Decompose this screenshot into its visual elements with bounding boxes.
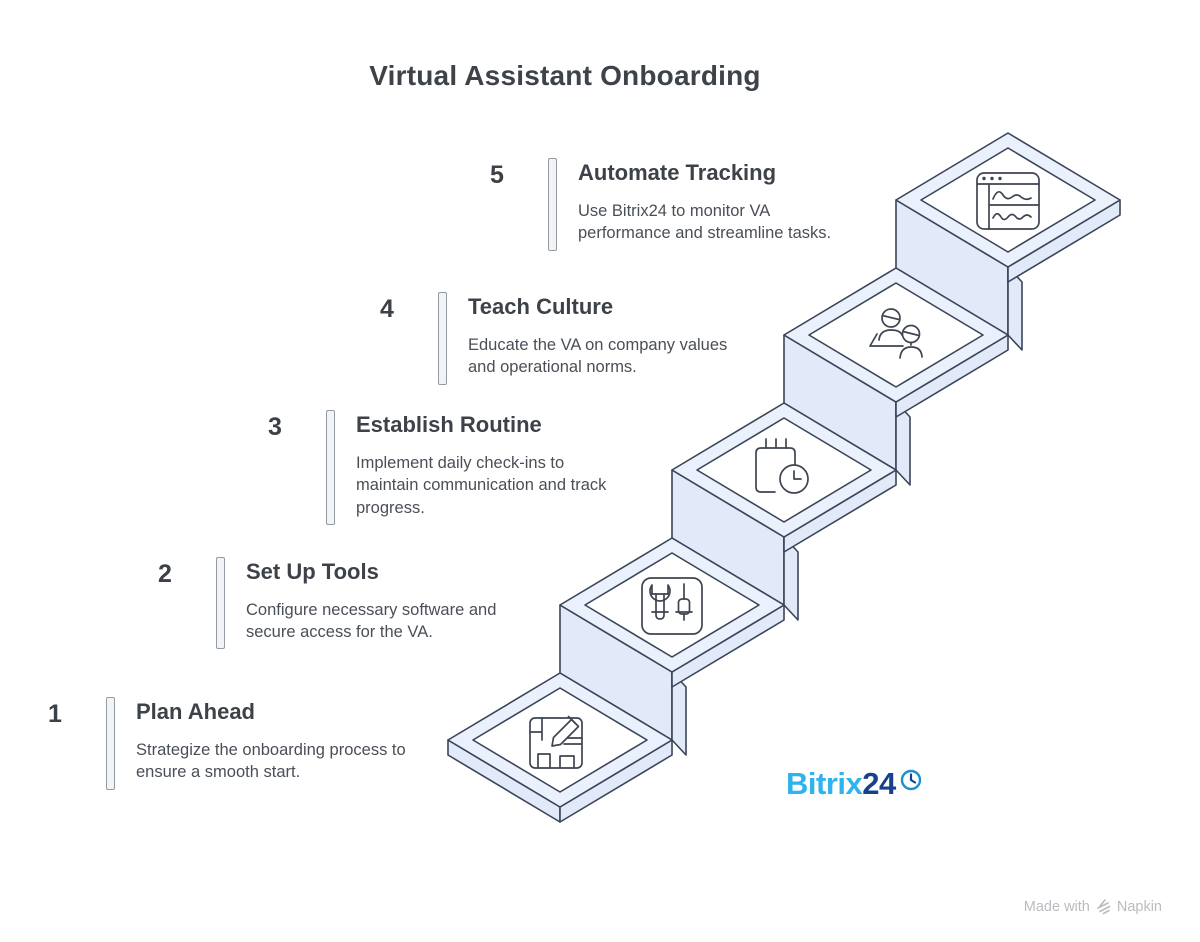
page-title: Virtual Assistant Onboarding — [369, 60, 761, 91]
step-description: Use Bitrix24 to monitor VA performance a… — [578, 202, 832, 243]
wrench-screwdriver-icon — [641, 577, 703, 635]
step-number: 4 — [380, 295, 394, 323]
step-description: Configure necessary software and secure … — [246, 601, 497, 642]
step-heading: Teach Culture — [468, 294, 614, 319]
step-block-2: 2 Set Up Tools Configure necessary softw… — [158, 557, 518, 649]
step-block-1: 1 Plan Ahead Strategize the onboarding p… — [48, 697, 418, 790]
step-block-4: 4 Teach Culture Educate the VA on compan… — [380, 292, 740, 385]
napkin-logo-icon — [1097, 899, 1111, 915]
step-accent-bar — [438, 292, 447, 385]
made-with-napkin-watermark: Made with Napkin — [1024, 898, 1162, 915]
brand-text-secondary: 24 — [862, 766, 896, 801]
step-accent-bar — [326, 410, 335, 525]
people-mentoring-icon — [869, 308, 923, 359]
watermark-prefix: Made with — [1023, 898, 1090, 915]
brand-text-primary: Bitrix — [786, 766, 863, 801]
plan-pencil-icon — [529, 715, 583, 769]
step-number: 2 — [158, 560, 172, 588]
slab-edges — [447, 199, 1121, 823]
step-number: 3 — [268, 413, 282, 441]
calendar-clock-icon — [755, 438, 809, 494]
step-heading: Set Up Tools — [246, 559, 379, 584]
watermark-suffix: Napkin — [1116, 898, 1162, 915]
step-description: Implement daily check-ins to maintain co… — [356, 454, 607, 517]
step-block-5: 5 Automate Tracking Use Bitrix24 to moni… — [490, 158, 858, 251]
step-heading: Plan Ahead — [136, 699, 255, 724]
step-accent-bar — [548, 158, 557, 251]
step-description: Strategize the onboarding process to ens… — [136, 741, 406, 782]
step-heading: Establish Routine — [356, 412, 542, 437]
step-accent-bar — [216, 557, 225, 649]
step-number: 5 — [490, 161, 504, 189]
step-accent-bar — [106, 697, 115, 790]
dashboard-charts-icon — [976, 172, 1040, 230]
step-description: Educate the VA on company values and ope… — [468, 336, 728, 377]
clock-icon — [900, 769, 921, 791]
step-number: 1 — [48, 700, 62, 728]
step-heading: Automate Tracking — [578, 160, 777, 185]
step-block-3: 3 Establish Routine Implement daily chec… — [268, 410, 628, 525]
